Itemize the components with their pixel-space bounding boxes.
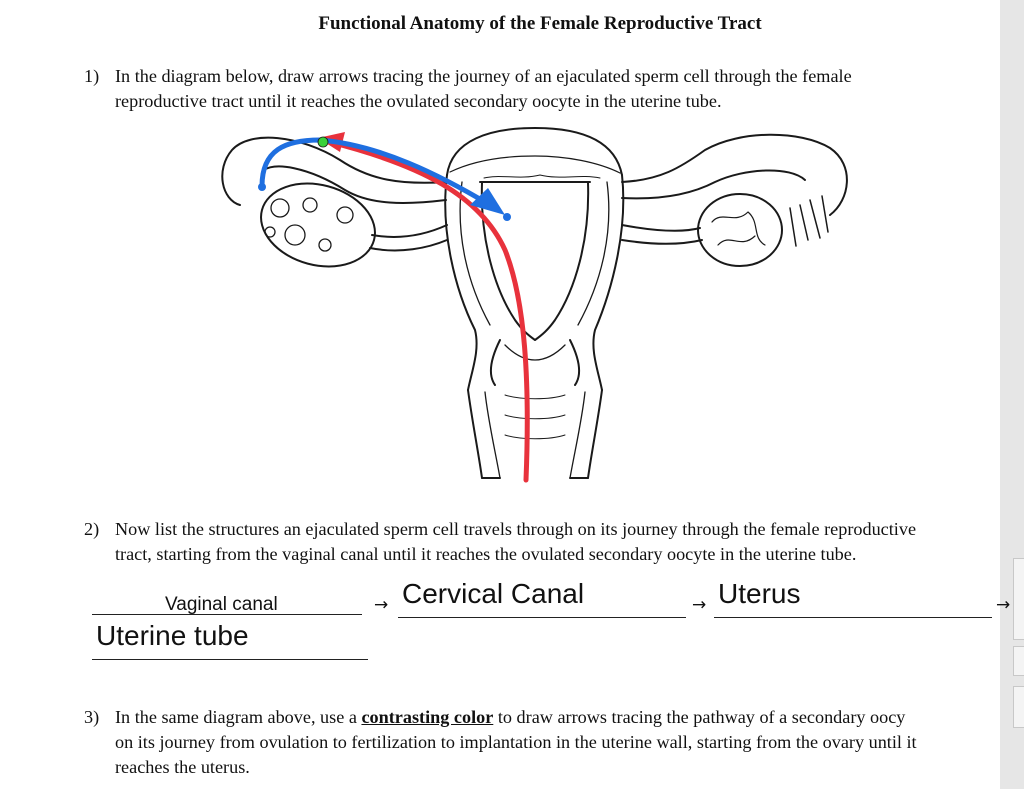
question-number: 2)	[84, 517, 99, 542]
fertilization-marker	[318, 137, 328, 147]
oocyte-path-start-dot	[258, 183, 266, 191]
answer-1: Vaginal canal	[165, 594, 278, 616]
question-number: 3)	[84, 705, 99, 730]
sperm-path-arrow	[330, 142, 527, 480]
emphasis-text: contrasting color	[361, 707, 493, 727]
page-thumbnail[interactable]	[1013, 646, 1024, 676]
page-title: Functional Anatomy of the Female Reprodu…	[0, 13, 1024, 35]
answer-blank-2[interactable]	[398, 617, 686, 618]
arrow-icon: →	[374, 595, 388, 615]
vagina	[468, 390, 602, 478]
arrow-icon: →	[996, 595, 1010, 615]
page-thumbnail[interactable]	[1013, 558, 1024, 640]
uterine-fundus	[447, 128, 622, 175]
right-ovary	[698, 194, 782, 266]
oocyte-path-end-dot	[503, 213, 511, 221]
answer-2: Cervical Canal	[402, 578, 584, 610]
question-text-line-2: on its journey from ovulation to fertili…	[115, 730, 917, 755]
page-thumbnail[interactable]	[1013, 686, 1024, 728]
question-text-line-1: In the same diagram above, use a contras…	[115, 705, 905, 730]
left-ovary	[252, 171, 385, 278]
question-text-line-3: reaches the uterus.	[115, 755, 250, 780]
question-text-line-2: reproductive tract until it reaches the …	[115, 89, 722, 114]
answer-3: Uterus	[718, 578, 800, 610]
question-text-line-1: Now list the structures an ejaculated sp…	[115, 517, 916, 542]
reproductive-tract-diagram[interactable]	[220, 125, 860, 490]
arrow-icon: →	[692, 595, 706, 615]
answer-4: Uterine tube	[96, 620, 249, 652]
answer-blank-3[interactable]	[714, 617, 992, 618]
question-text-line-2: tract, starting from the vaginal canal u…	[115, 542, 856, 567]
question-text-line-1: In the diagram below, draw arrows tracin…	[115, 64, 852, 89]
cervix	[491, 340, 579, 385]
question-number: 1)	[84, 64, 99, 89]
answer-blank-4[interactable]	[92, 659, 368, 660]
